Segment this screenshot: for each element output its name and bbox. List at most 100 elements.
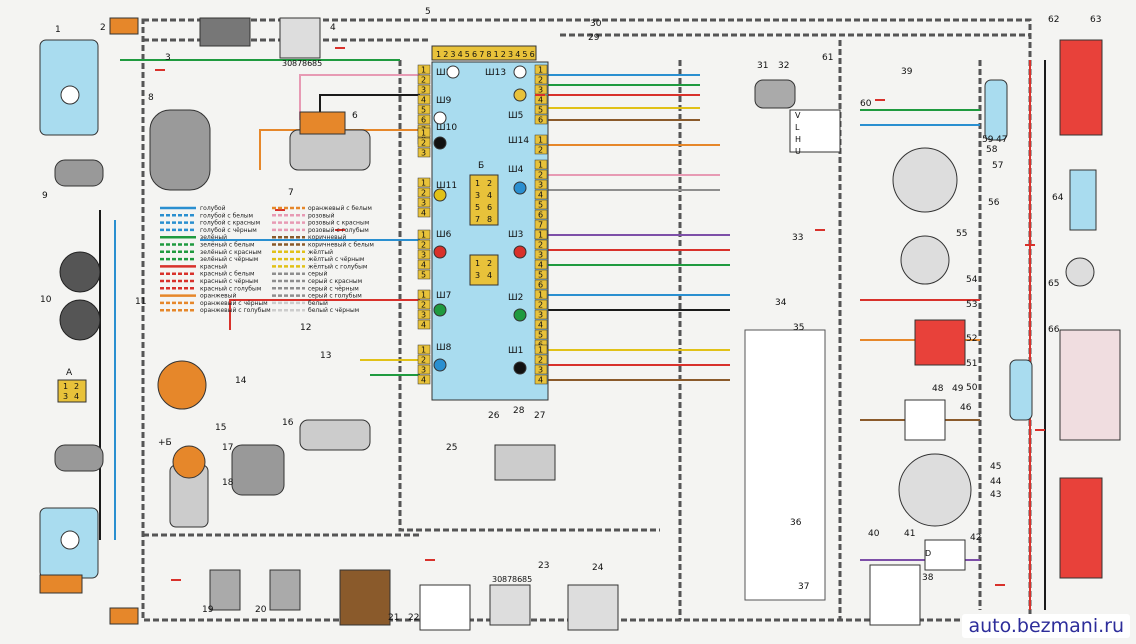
legend-entry: красный с голубым (200, 285, 261, 292)
lamp-pin-letter: L (795, 123, 800, 132)
block-pin-number: 4 (538, 261, 543, 270)
socket-indicator-dot (513, 65, 527, 79)
component-number: 12 (300, 323, 311, 333)
block-pin-number: 5 (538, 271, 543, 280)
block-pin-number: 1 (538, 291, 543, 300)
block-pin-number: 3 (421, 251, 426, 260)
component-number: 40 (868, 529, 880, 539)
legend-entry: красный (200, 263, 227, 270)
block-top-pin: 2 (443, 50, 448, 59)
gauge-cluster (898, 453, 972, 527)
block-pin-right (534, 279, 548, 290)
alternator (149, 109, 211, 191)
fuel-gauge-65 (1065, 257, 1095, 287)
relay-pin-label: 87 (502, 575, 512, 584)
horn-icon (59, 299, 101, 341)
courtesy-lamp-47 (984, 79, 1008, 141)
relay-pin-label: 30 (282, 59, 292, 68)
component-number: 24 (592, 563, 604, 573)
block-pin-right (534, 239, 548, 250)
relay-socket-pin: 3 (475, 191, 480, 200)
side-indicator-front (109, 17, 139, 35)
component-number: 41 (904, 529, 915, 539)
component-number: 33 (792, 233, 803, 243)
component-number: 29 (588, 33, 600, 43)
component-number: 26 (488, 411, 500, 421)
block-pin-right (534, 364, 548, 375)
headlamp-bulb-icon (60, 530, 80, 550)
legend-entry: розовый с красным (308, 220, 369, 227)
distributor (157, 360, 207, 410)
block-socket-label-right: Ш3 (508, 230, 523, 240)
block-pin-number: 2 (421, 189, 426, 198)
block-pin-right (534, 319, 548, 330)
horn-icon (59, 251, 101, 293)
block-pin-right (534, 329, 548, 340)
block-pin-right (534, 159, 548, 170)
block-socket-label-left: Ш8 (436, 343, 452, 353)
connector-a (57, 379, 87, 403)
switch-46 (904, 399, 946, 441)
component-number: 51 (966, 359, 977, 369)
block-pin-left (417, 289, 431, 300)
legend-entry: серый с красным (308, 278, 362, 285)
block-pin-number: 5 (538, 201, 543, 210)
block-pin-number: 1 (538, 66, 543, 75)
component-number: 49 (952, 384, 964, 394)
legend-entry: голубой с белым (200, 212, 253, 219)
block-pin-right (534, 179, 548, 190)
block-pin-left (417, 177, 431, 188)
component-number: 61 (822, 53, 833, 63)
main-relay (279, 17, 321, 59)
connector-a-pin: 2 (74, 382, 79, 391)
relay-socket-pin: 2 (487, 179, 492, 188)
component-number: 53 (966, 300, 977, 310)
block-pin-number: 4 (421, 209, 426, 218)
switch-38 (869, 564, 921, 626)
legend-entry: оранжевый с чёрным (200, 300, 268, 307)
side-indicator-rear (109, 607, 139, 625)
block-pin-number: 4 (538, 321, 543, 330)
block-pin-right (534, 344, 548, 355)
block-top-pin: 2 (501, 50, 506, 59)
relay-socket-pin: 4 (487, 191, 492, 200)
component-number: 21 (388, 613, 399, 623)
block-pin-number: 6 (538, 116, 543, 125)
block-pin-number: 3 (538, 251, 543, 260)
resistor-60 (789, 109, 841, 153)
block-top-pin: 4 (458, 50, 463, 59)
component-number: 56 (988, 198, 1000, 208)
block-pin-right (534, 74, 548, 85)
block-socket-label-right: Ш5 (508, 111, 523, 121)
component-number: 9 (42, 191, 48, 201)
block-pin-right (534, 354, 548, 365)
component-number: 18 (222, 478, 234, 488)
component-number: 32 (778, 61, 789, 71)
connector-a-pin: 3 (63, 392, 68, 401)
block-pin-right (534, 299, 548, 310)
component-number: 20 (255, 605, 267, 615)
block-pin-number: 5 (538, 106, 543, 115)
legend-entry: розовый (308, 212, 335, 219)
block-pin-number: 5 (421, 271, 426, 280)
lamp-pin-letter: H (795, 135, 801, 144)
starter-solenoid (299, 111, 346, 135)
legend-entry: розовый с голубым (308, 227, 369, 234)
block-pin-left (417, 114, 431, 125)
component-number: 65 (1048, 279, 1059, 289)
legend-entry: жёлтый (308, 249, 333, 256)
ignition-coil-top (172, 445, 206, 479)
block-pin-left (417, 269, 431, 280)
block-pin-number: 2 (421, 301, 426, 310)
site-watermark[interactable]: auto.bezmani.ru (962, 614, 1130, 638)
relay-pin-label: 30 (492, 575, 502, 584)
block-top-pin: 1 (494, 50, 499, 59)
socket-indicator-dot (433, 188, 447, 202)
block-pin-left (417, 344, 431, 355)
socket-indicator-dot (433, 136, 447, 150)
block-pin-number: 5 (538, 331, 543, 340)
block-pin-right (534, 189, 548, 200)
